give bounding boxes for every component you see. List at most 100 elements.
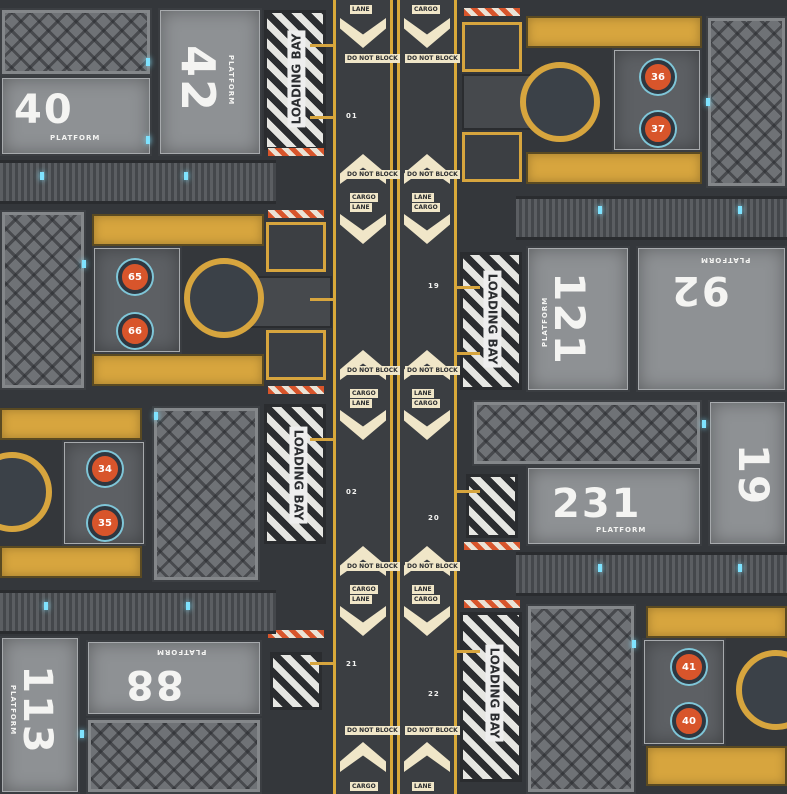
lane-code: 19 [428, 282, 440, 290]
indicator-light [598, 206, 602, 214]
do-not-block-label: DO NOT BLOCK [405, 170, 460, 179]
hazard-strip [464, 8, 520, 16]
hazard-strip [268, 386, 324, 394]
platform-number: 121 [544, 272, 594, 366]
platform-number: 113 [13, 665, 60, 755]
indicator-light [146, 58, 150, 66]
platform-number: 92 [670, 267, 730, 313]
platform-19-tile [708, 400, 787, 546]
station-badge: 41 [672, 650, 706, 684]
pipe [310, 662, 334, 665]
platform-label: PLATFORM [541, 296, 550, 348]
platform-121-tile [526, 246, 630, 392]
platform-88-tile [86, 640, 262, 716]
station-badge: 37 [641, 112, 675, 146]
do-not-block-label: DO NOT BLOCK [405, 562, 460, 571]
station-wall [92, 214, 264, 246]
hazard-strip [268, 630, 324, 638]
hazard-strip [268, 210, 324, 218]
conveyor-belt [0, 160, 276, 204]
floor-grate [472, 400, 702, 466]
cargo-label: CARGO [350, 389, 378, 398]
conveyor-belt [516, 196, 787, 240]
lane-label: LANE [350, 5, 372, 14]
cargo-door [266, 222, 326, 272]
station-badge: 66 [118, 314, 152, 348]
pipe [310, 298, 334, 301]
loading-bay-label: LOADING BAY [289, 426, 308, 524]
pipe [310, 44, 334, 47]
indicator-light [702, 420, 706, 428]
station-badge: 36 [641, 60, 675, 94]
platform-number: 40 [14, 87, 74, 133]
station-wall [526, 152, 702, 184]
indicator-light [738, 564, 742, 572]
indicator-light [82, 260, 86, 268]
pipe [456, 650, 480, 653]
platform-label: PLATFORM [700, 256, 751, 264]
pipe [456, 352, 480, 355]
station-badge: 40 [672, 704, 706, 738]
lane-code: 22 [428, 690, 440, 698]
lane-code: 02 [346, 488, 358, 496]
cargo-label: CARGO [350, 782, 378, 791]
indicator-light [598, 564, 602, 572]
do-not-block-label: DO NOT BLOCK [405, 54, 460, 63]
station-wall [646, 606, 787, 638]
station-ring [184, 258, 264, 338]
do-not-block-label: DO NOT BLOCK [345, 170, 400, 179]
station-badge: 65 [118, 260, 152, 294]
indicator-light [184, 172, 188, 180]
hazard-strip [268, 148, 324, 156]
indicator-light [40, 172, 44, 180]
lane-label: LANE [350, 203, 372, 212]
floor-grate [526, 604, 636, 794]
cargo-label: CARGO [350, 585, 378, 594]
cargo-door [462, 132, 522, 182]
floor-grate [86, 718, 262, 794]
do-not-block-label: DO NOT BLOCK [405, 726, 460, 735]
indicator-light [146, 136, 150, 144]
cargo-door [266, 330, 326, 380]
lane-code: 21 [346, 660, 358, 668]
indicator-light [154, 412, 158, 420]
lane-label: LANE [412, 585, 434, 594]
lane-label: LANE [412, 782, 434, 791]
indicator-light [738, 206, 742, 214]
platform-42-tile [158, 8, 262, 156]
floor-grate [0, 210, 86, 390]
lane-label: LANE [350, 595, 372, 604]
station-wall [646, 746, 787, 786]
warning-box [270, 652, 322, 710]
station-wall [92, 354, 264, 386]
indicator-light [44, 602, 48, 610]
station-wall [0, 546, 142, 578]
lane-code: 01 [346, 112, 358, 120]
platform-231-tile [526, 466, 702, 546]
do-not-block-label: DO NOT BLOCK [345, 562, 400, 571]
station-ring [520, 62, 600, 142]
loading-bay-label: LOADING BAY [287, 30, 306, 128]
do-not-block-label: DO NOT BLOCK [345, 366, 400, 375]
station-wall [0, 408, 142, 440]
loading-bay-label: LOADING BAY [483, 270, 502, 368]
platform-label: PLATFORM [227, 54, 236, 106]
warning-box [466, 474, 518, 538]
floor-grate [0, 8, 152, 76]
lane-code: 20 [428, 514, 440, 522]
indicator-light [632, 640, 636, 648]
platform-number: 231 [552, 481, 642, 527]
station-ring [0, 452, 52, 532]
floor-grate [706, 16, 787, 188]
platform-label: PLATFORM [596, 526, 647, 534]
pipe [310, 116, 334, 119]
cargo-label: CARGO [412, 595, 440, 604]
cargo-label: CARGO [350, 193, 378, 202]
cargo-label: CARGO [412, 203, 440, 212]
platform-number: 19 [729, 443, 779, 507]
floor-grate [152, 406, 260, 582]
platform-40-tile [0, 76, 152, 156]
conveyor-belt [0, 590, 276, 634]
hazard-strip [464, 600, 520, 608]
